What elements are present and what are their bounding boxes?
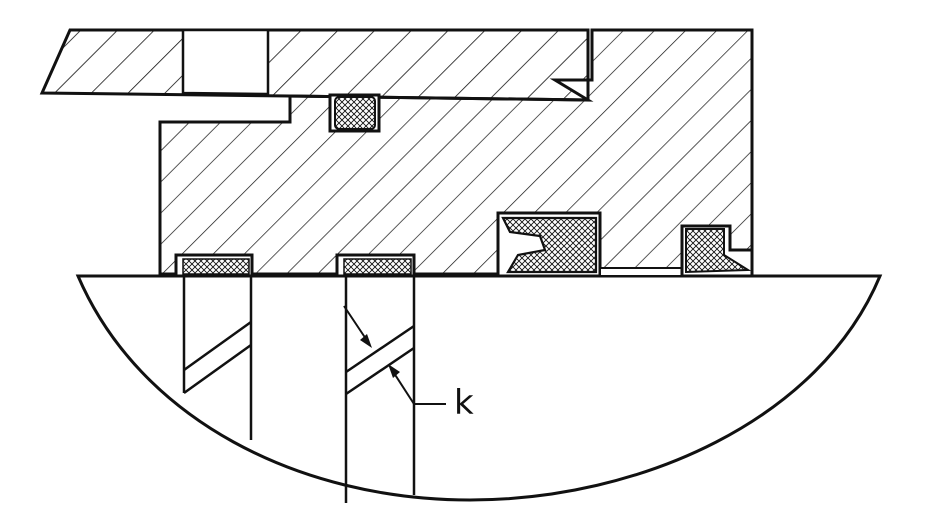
right-seal bbox=[685, 228, 752, 274]
dimension-k bbox=[343, 305, 446, 405]
shaft-section bbox=[75, 274, 883, 502]
housing-port bbox=[181, 28, 270, 96]
shaft-channel-right bbox=[344, 276, 416, 503]
lip-seal bbox=[501, 216, 598, 274]
bottom-ring-middle bbox=[343, 258, 412, 275]
seal-body bbox=[158, 28, 754, 276]
shaft-channel-left bbox=[182, 276, 253, 440]
upper-housing bbox=[39, 28, 594, 102]
label-k: k bbox=[454, 383, 474, 423]
bottom-ring-left bbox=[182, 258, 250, 275]
top-oring bbox=[334, 96, 376, 130]
right-clearance bbox=[599, 267, 683, 277]
